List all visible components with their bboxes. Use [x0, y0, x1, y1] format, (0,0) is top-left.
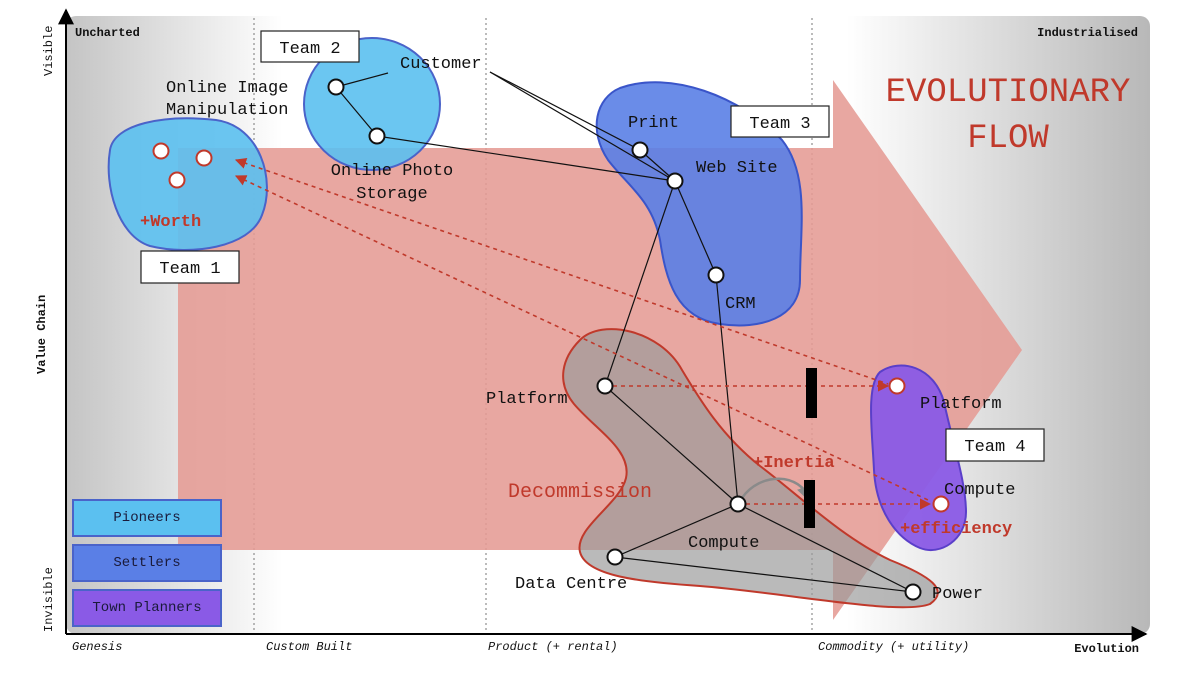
flow-title-line1: EVOLUTIONARY [886, 74, 1131, 112]
node-data-centre [606, 548, 624, 566]
label-online-photo-1: Online Photo [331, 162, 453, 181]
label-compute-right: Compute [944, 481, 1015, 500]
team-4-box: Team 4 [945, 428, 1045, 462]
stage-custom-built: Custom Built [266, 640, 352, 654]
legend-pioneers: Pioneers [72, 499, 222, 537]
team-2-box: Team 2 [260, 30, 360, 63]
label-platform-right: Platform [920, 395, 1002, 414]
flow-title-line2: FLOW [967, 120, 1049, 158]
inertia-barrier-compute [804, 480, 815, 528]
team-2-pioneers-blob [303, 37, 441, 171]
node-worth-3 [168, 171, 186, 189]
team-3-box: Team 3 [730, 105, 830, 138]
annotation-inertia: +Inertia [753, 454, 835, 473]
team-3-label: Team 3 [749, 115, 810, 134]
stage-product: Product (+ rental) [488, 640, 618, 654]
node-platform-right [888, 377, 906, 395]
team-1-pioneers-blob [107, 117, 268, 252]
corner-uncharted: Uncharted [75, 26, 140, 40]
label-customer: Customer [400, 55, 482, 74]
team-1-box: Team 1 [140, 250, 240, 284]
label-platform-left: Platform [486, 390, 568, 409]
team-2-label: Team 2 [279, 40, 340, 59]
label-online-image-1: Online Image [166, 79, 288, 98]
red-nodes [152, 142, 950, 513]
team-4-label: Team 4 [964, 438, 1025, 457]
label-online-image-2: Manipulation [166, 101, 288, 120]
movement-arrows [234, 157, 932, 510]
corner-industrialised: Industrialised [1037, 26, 1138, 40]
node-platform-left [596, 377, 614, 395]
annotation-decommission: Decommission [508, 481, 652, 504]
decommission-blob [562, 328, 939, 609]
node-print [631, 141, 649, 159]
node-worth-1 [152, 142, 170, 160]
node-compute-right [932, 495, 950, 513]
inertia-barrier-platform [806, 368, 817, 418]
y-axis-value-chain: Value Chain [35, 295, 49, 374]
annotation-worth: +Worth [140, 213, 201, 232]
y-axis-visible: Visible [42, 26, 56, 76]
label-compute-left: Compute [688, 534, 759, 553]
node-online-photo-storage [368, 127, 386, 145]
team-1-label: Team 1 [159, 260, 220, 279]
y-axis-invisible: Invisible [42, 567, 56, 632]
label-web-site: Web Site [696, 159, 778, 178]
node-web-site [666, 172, 684, 190]
legend-town-planners: Town Planners [72, 589, 222, 627]
component-links [335, 71, 914, 593]
legend-pioneers-label: Pioneers [113, 510, 181, 526]
annotation-efficiency: +efficiency [900, 520, 1012, 539]
component-nodes [327, 78, 922, 601]
stage-commodity: Commodity (+ utility) [818, 640, 969, 654]
label-power: Power [932, 585, 983, 604]
node-online-image-manipulation [327, 78, 345, 96]
node-compute-left [729, 495, 747, 513]
node-worth-2 [195, 149, 213, 167]
legend-settlers: Settlers [72, 544, 222, 582]
label-data-centre: Data Centre [515, 575, 627, 594]
label-print: Print [628, 114, 679, 133]
stage-genesis: Genesis [72, 640, 122, 654]
node-crm [707, 266, 725, 284]
x-axis-evolution: Evolution [1074, 642, 1139, 656]
legend-town-planners-label: Town Planners [92, 600, 202, 616]
legend-settlers-label: Settlers [113, 555, 181, 571]
node-power [904, 583, 922, 601]
label-crm: CRM [725, 295, 756, 314]
label-online-photo-2: Storage [356, 185, 427, 204]
